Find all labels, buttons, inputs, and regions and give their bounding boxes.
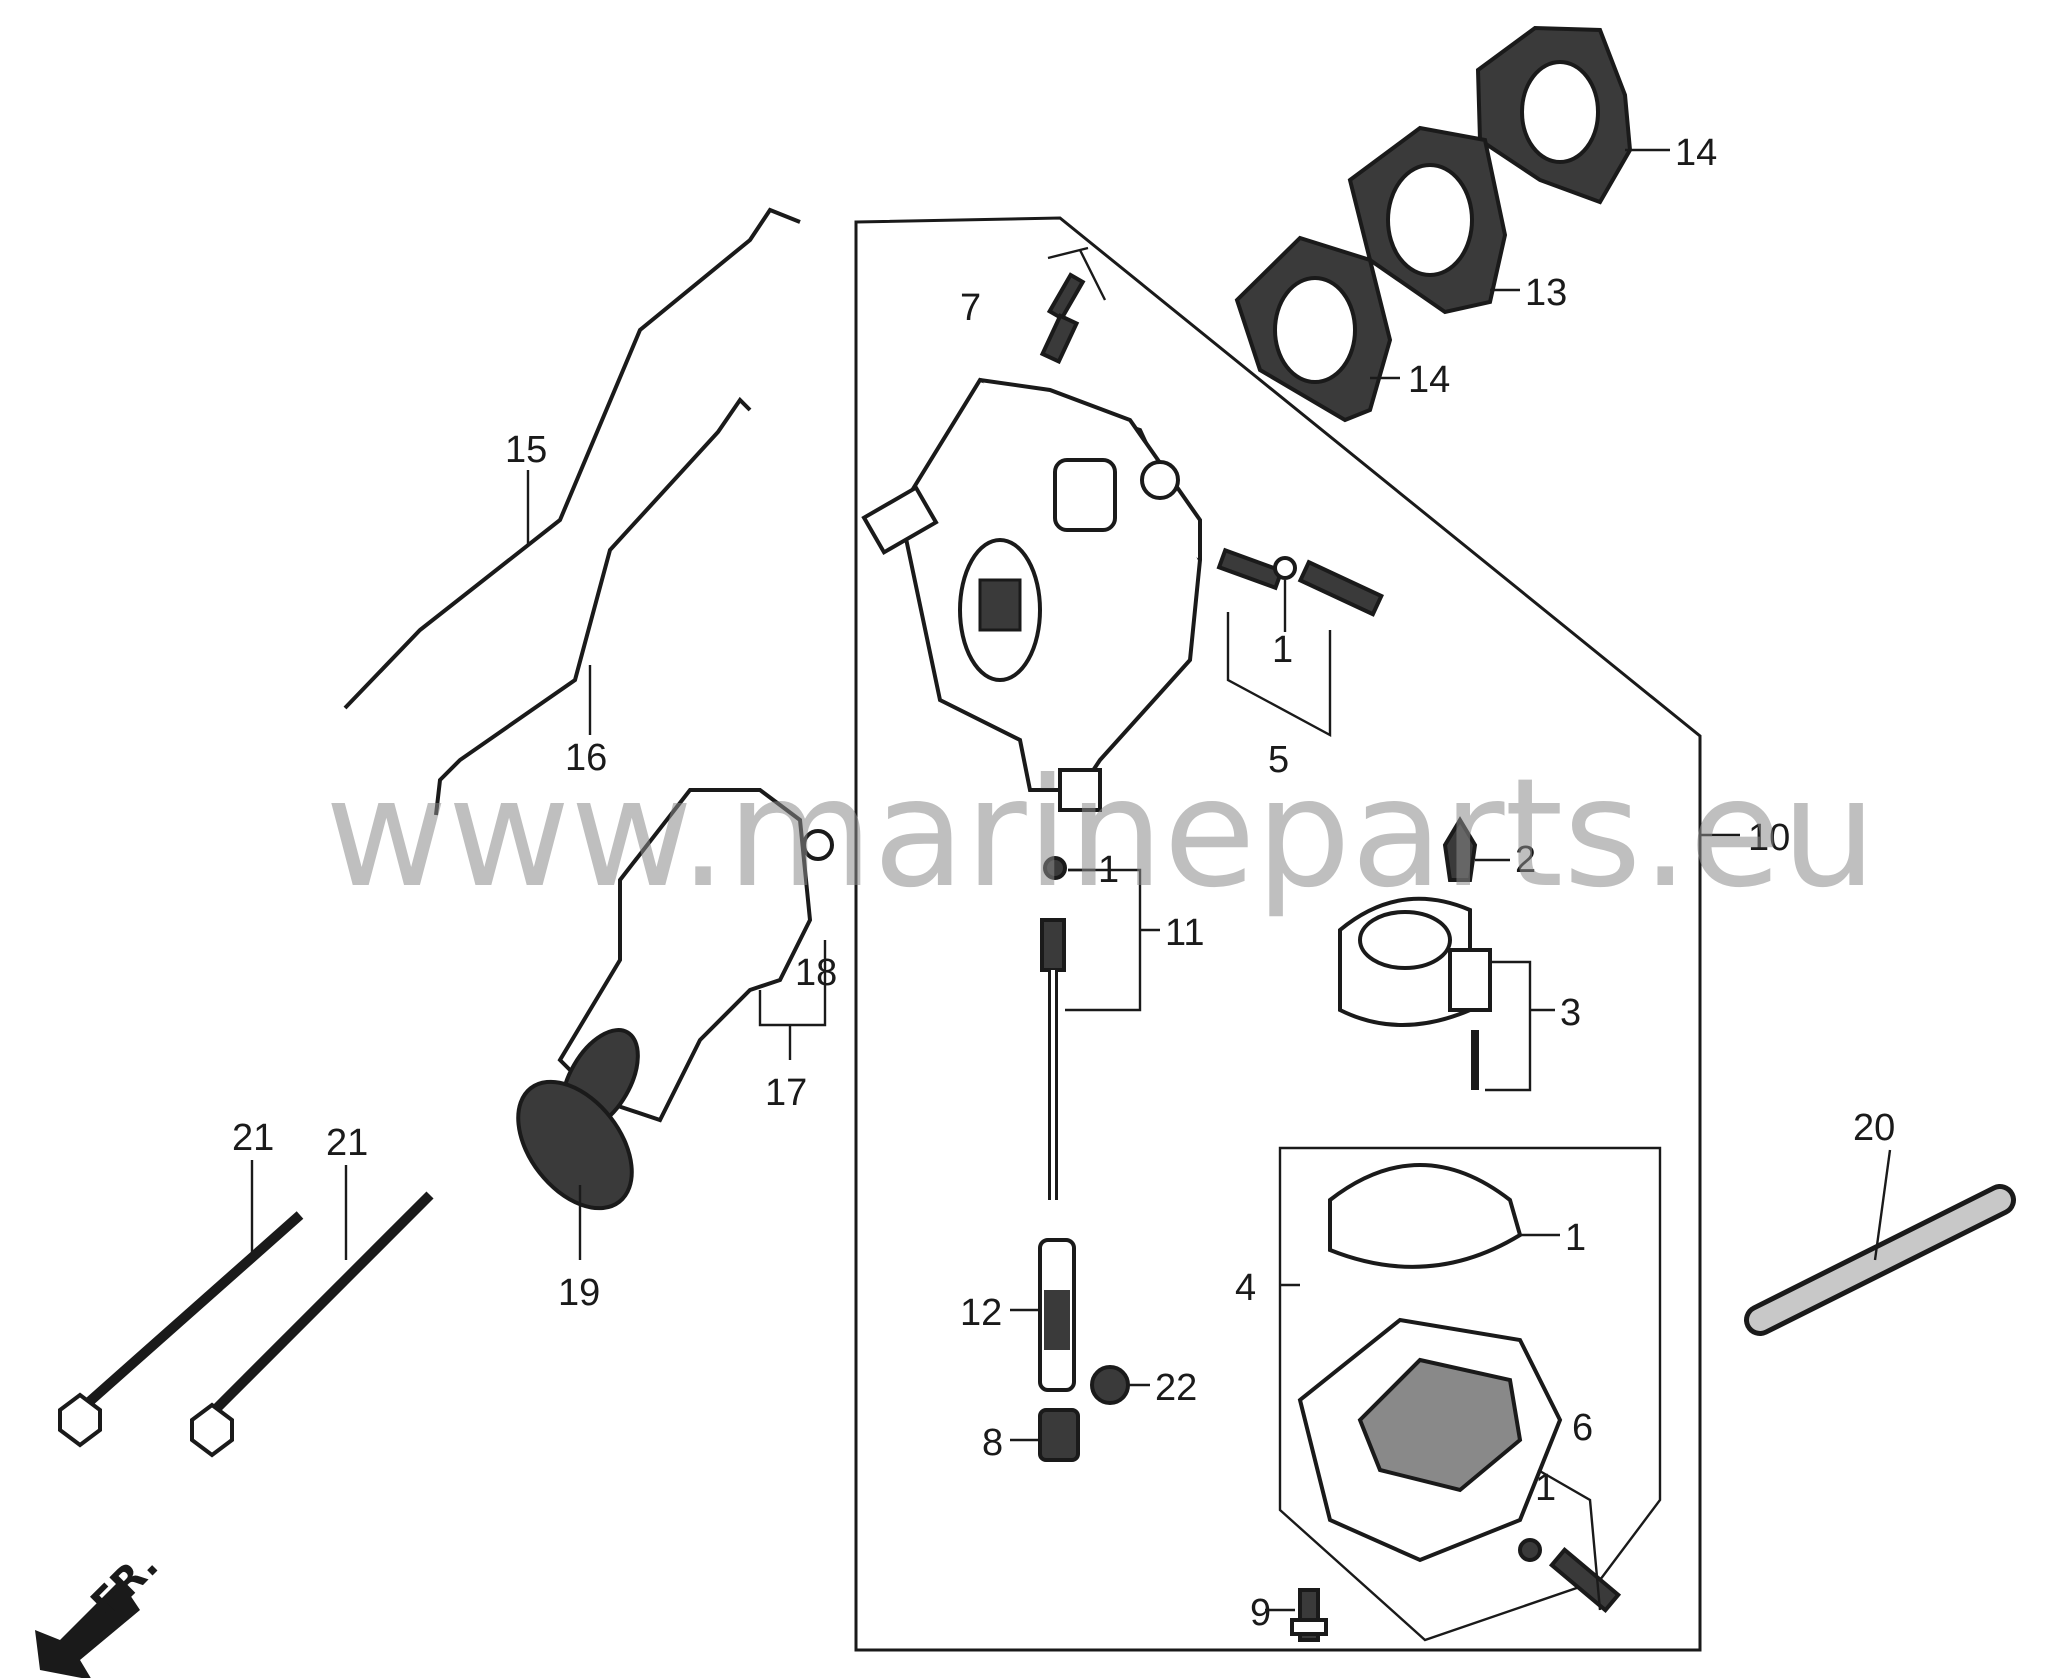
mounting-studs — [58, 1160, 434, 1458]
callout-4: 4 — [1235, 1267, 1256, 1309]
callout-21-left: 21 — [232, 1117, 274, 1159]
drain-screw-set — [1518, 1468, 1622, 1613]
callout-10: 10 — [1748, 817, 1790, 859]
callout-11: 11 — [1165, 912, 1204, 954]
float — [1338, 896, 1555, 1092]
callout-17: 17 — [765, 1072, 807, 1114]
float-chamber — [1280, 1163, 1563, 1563]
callout-7: 7 — [960, 287, 981, 329]
callout-1-nozzle: 1 — [1098, 849, 1119, 891]
callout-12: 12 — [960, 1292, 1002, 1334]
callout-20: 20 — [1853, 1107, 1895, 1149]
assembly-boundary — [854, 216, 1702, 1652]
callout-19: 19 — [558, 1272, 600, 1314]
front-direction-arrow-icon — [35, 1580, 140, 1678]
callout-21-right: 21 — [326, 1122, 368, 1164]
callout-labels: 15 16 7 14 13 14 1 5 10 2 1 11 18 17 3 2… — [232, 132, 1895, 1634]
callout-13: 13 — [1525, 272, 1567, 314]
callout-18: 18 — [795, 952, 837, 994]
callout-5: 5 — [1268, 739, 1289, 781]
callout-1-screw: 1 — [1272, 629, 1293, 671]
jet-holder-set — [1010, 1238, 1150, 1462]
callout-1-drain: 1 — [1535, 1467, 1556, 1509]
callout-1-gasket: 1 — [1565, 1217, 1586, 1259]
callout-15: 15 — [505, 429, 547, 471]
callout-2: 2 — [1515, 839, 1536, 881]
fuel-tube — [1744, 1149, 2016, 1336]
choke-rod — [434, 396, 752, 816]
callout-14-lower: 14 — [1408, 359, 1450, 401]
insulator-gaskets — [1234, 25, 1633, 423]
drain-bolt — [1265, 1588, 1328, 1642]
callout-8: 8 — [982, 1422, 1003, 1464]
callout-6: 6 — [1572, 1407, 1593, 1449]
intake-screen — [516, 1079, 634, 1260]
throttle-rod — [343, 207, 801, 710]
callout-14-upper: 14 — [1675, 132, 1717, 174]
callout-16: 16 — [565, 737, 607, 779]
main-nozzle — [1040, 856, 1160, 1200]
carburetor-body — [861, 377, 1203, 812]
watermark: www.marineparts.eu — [325, 747, 1877, 921]
pilot-screw-set — [1039, 246, 1107, 365]
callout-9: 9 — [1250, 1592, 1271, 1634]
leader-lines — [526, 148, 1740, 837]
throttle-stop-screw-set — [1216, 547, 1384, 738]
callout-22: 22 — [1155, 1367, 1197, 1409]
float-valve — [1442, 816, 1510, 882]
callout-3: 3 — [1560, 992, 1581, 1034]
